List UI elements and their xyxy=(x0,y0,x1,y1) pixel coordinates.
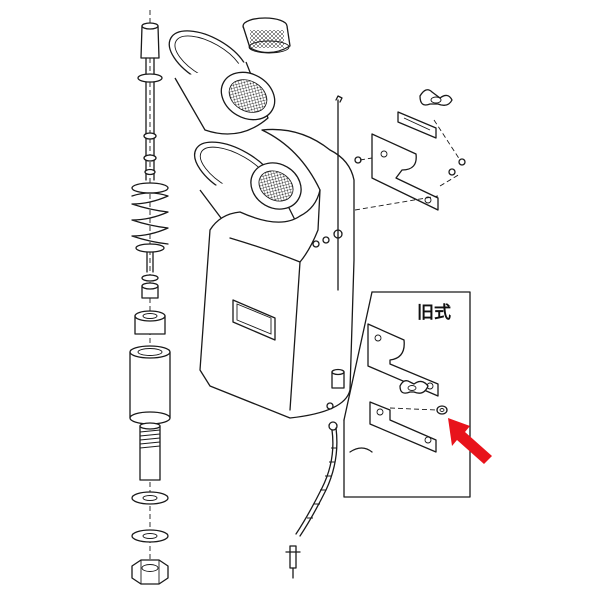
upper-screw-3 xyxy=(458,158,466,166)
inset-bracket-lower xyxy=(369,401,437,453)
washer-2 xyxy=(131,529,169,543)
upper-main-bracket xyxy=(371,133,439,211)
housing-screw-bottom xyxy=(326,402,334,410)
hanging-cable xyxy=(285,421,338,579)
rod-ring-2 xyxy=(143,154,157,162)
inset-label: 旧式 xyxy=(417,302,451,323)
rod-collar-top xyxy=(137,73,163,83)
small-washer xyxy=(141,274,159,282)
main-housing xyxy=(199,95,355,419)
upper-oval-bowl xyxy=(168,30,276,135)
hex-nut xyxy=(131,559,169,585)
inset-wing-nut xyxy=(399,380,429,394)
cable-end-fitting xyxy=(289,545,297,569)
collar xyxy=(134,310,166,335)
old-style-inset: 旧式 xyxy=(343,291,471,498)
label-slot xyxy=(232,299,276,341)
washer-1 xyxy=(131,491,169,505)
upper-clamp-plate xyxy=(397,111,437,139)
upper-bracket-assembly xyxy=(354,89,466,211)
spring xyxy=(131,182,169,253)
large-tube xyxy=(129,345,171,425)
inset-washer xyxy=(436,405,448,415)
red-arrow-icon xyxy=(448,418,492,464)
upper-screw-2 xyxy=(448,168,456,176)
strainer-basket xyxy=(242,17,291,54)
housing-screw-2 xyxy=(322,236,330,244)
rod-head xyxy=(140,22,160,71)
threaded-shaft xyxy=(139,422,161,481)
inset-bracket-upper xyxy=(367,323,439,397)
wing-nut-upper xyxy=(419,89,453,106)
rod-ring-3 xyxy=(144,168,156,176)
rod-ring-1 xyxy=(143,132,157,140)
housing-screw-1 xyxy=(312,240,320,248)
left-exploded-stack xyxy=(129,10,171,585)
